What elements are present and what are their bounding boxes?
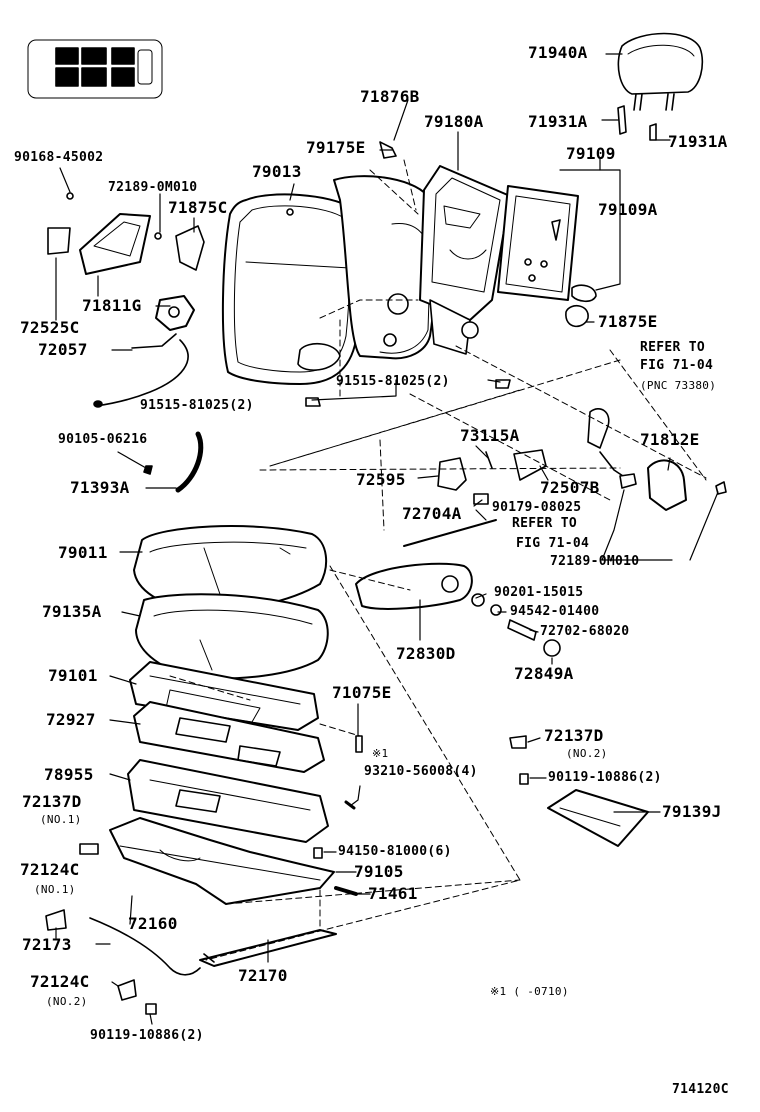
refer-note-line: REFER TO (512, 516, 578, 531)
seat-frame-icon (129, 661, 319, 731)
part-label: 71075E (332, 683, 392, 702)
vehicle-thumbnail-icon (27, 39, 163, 99)
leader-lines (55, 53, 719, 1025)
part-label: 72057 (38, 340, 88, 359)
part-label: 72702-68020 (540, 624, 630, 639)
seatback-frame-icon (419, 165, 511, 355)
part-label: 72160 (128, 914, 178, 933)
part-label: 72137D (544, 726, 604, 745)
part-label: 94542-01400 (510, 604, 600, 619)
armrest-cover-icon (647, 459, 727, 511)
armrest-icon (355, 562, 473, 610)
part-label: 72124C (30, 972, 90, 991)
part-label: 73115A (460, 426, 520, 445)
recliner-cover-icon (47, 192, 205, 275)
part-label: 71393A (70, 478, 130, 497)
refer-note-line: REFER TO (640, 340, 706, 355)
part-label: 79101 (48, 666, 98, 685)
part-label: 79013 (252, 162, 302, 181)
headrest-icon (617, 32, 704, 141)
part-label: 90201-15015 (494, 585, 584, 600)
part-label: 90168-45002 (14, 150, 104, 165)
part-label: 72137D (22, 792, 82, 811)
part-label: 79109 (566, 144, 616, 163)
seat-under-frame-icon (127, 759, 329, 843)
part-label: 72830D (396, 644, 456, 663)
part-label: 72507B (540, 478, 600, 497)
part-label: 72170 (238, 966, 288, 985)
part-label: 79105 (354, 862, 404, 881)
part-label: 72124C (20, 860, 80, 879)
variant-note: (NO.2) (46, 995, 88, 1008)
part-label: 72849A (514, 664, 574, 683)
figure-code: 714120C (672, 1082, 729, 1097)
armrest-hinge-icon (403, 408, 637, 547)
refer-note-line: FIG 71-04 (640, 358, 714, 373)
part-label: 71931A (528, 112, 588, 131)
refer-note-line: FIG 71-04 (516, 536, 590, 551)
variant-note: (NO.1) (34, 883, 76, 896)
refer-note-line: (PNC 73380) (640, 379, 717, 392)
part-label: 72704A (402, 504, 462, 523)
part-label: 72595 (356, 470, 406, 489)
part-label: 94150-81000(6) (338, 844, 452, 859)
seat-side-pad-icon (547, 789, 649, 847)
part-label: 71812E (640, 430, 700, 449)
variant-note: (NO.2) (566, 747, 608, 760)
part-label: 72173 (22, 935, 72, 954)
armrest-fasteners-icon (471, 593, 561, 657)
part-label: 79109A (598, 200, 658, 219)
hook-71875E-icon (565, 284, 597, 328)
reference-lines (169, 159, 707, 961)
seat-mechanism-icon (79, 817, 335, 905)
part-label: 90119-10886(2) (90, 1028, 204, 1043)
part-label: 71940A (528, 43, 588, 62)
part-label: 79139J (662, 802, 722, 821)
part-label: 71931A (668, 132, 728, 151)
part-label: 93210-56008(4) (364, 764, 478, 779)
small-clip-icons (313, 735, 529, 859)
part-label: 71875C (168, 198, 228, 217)
mark-note: ※1 (372, 747, 389, 760)
variant-note: (NO.1) (40, 813, 82, 826)
part-label: 78955 (44, 765, 94, 784)
seatback-board-icon (497, 185, 579, 301)
part-label: 90179-08025 (492, 500, 582, 515)
seatback-cover-icon (333, 175, 436, 360)
hook-strap-icon (175, 431, 204, 493)
part-label: 71461 (368, 884, 418, 903)
part-label: 71876B (360, 87, 420, 106)
part-label: 72525C (20, 318, 80, 337)
part-label: 71875E (598, 312, 658, 331)
part-label: 90119-10886(2) (548, 770, 662, 785)
seat-rail-icon (45, 886, 358, 1015)
part-label: 79175E (306, 138, 366, 157)
part-label: 91515-81025(2) (336, 374, 450, 389)
part-label: 79180A (424, 112, 484, 131)
part-label: 79135A (42, 602, 102, 621)
recliner-mechanism-icon (93, 295, 195, 408)
part-label: 79011 (58, 543, 108, 562)
part-label: 91515-81025(2) (140, 398, 254, 413)
part-label: 72189-0M010 (108, 180, 198, 195)
part-label: 72927 (46, 710, 96, 729)
part-label: 90105-06216 (58, 432, 148, 447)
part-label: 71811G (82, 296, 142, 315)
footnote: ※1 ( -0710) (490, 985, 569, 998)
seat-pan-icon (133, 701, 325, 773)
part-label: 72189-0M010 (550, 554, 640, 569)
